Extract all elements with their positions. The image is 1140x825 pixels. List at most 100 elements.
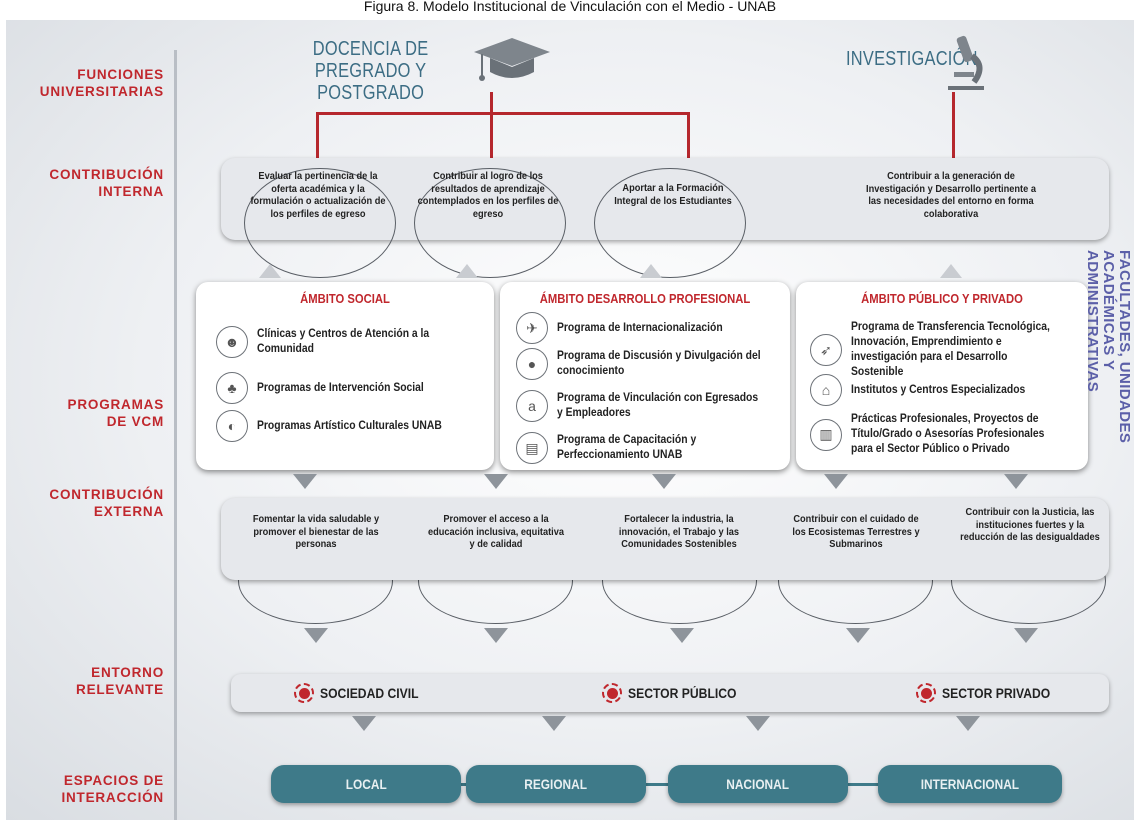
briefcase-icon: ▥ bbox=[810, 418, 842, 451]
environment-bar bbox=[231, 674, 1109, 712]
space-nacional: NACIONAL bbox=[668, 765, 848, 803]
function-investigacion: INVESTIGACIÓN bbox=[846, 48, 978, 70]
side-label-container: FACULTADES, UNIDADES ACADÉMICAS Y ADMINI… bbox=[1084, 250, 1133, 500]
space-label: REGIONAL bbox=[524, 776, 588, 792]
speaker-icon: ● bbox=[516, 348, 548, 380]
external-contribution-2: Promover el acceso a la educación inclus… bbox=[427, 513, 565, 550]
arrow-down bbox=[746, 716, 770, 731]
environment-sociedad-civil: SOCIEDAD CIVIL bbox=[294, 683, 430, 703]
program-item: a Programa de Vinculación con Egresados … bbox=[516, 390, 786, 422]
target-dot-icon bbox=[294, 683, 314, 703]
program-label: Prácticas Profesionales, Proyectos de Tí… bbox=[851, 413, 1045, 455]
program-label: Programa de Transferencia Tecnológica, I… bbox=[851, 321, 1050, 378]
target-dot-icon bbox=[916, 683, 936, 703]
target-dot-icon bbox=[602, 683, 622, 703]
arrow-down bbox=[824, 474, 848, 489]
program-item: ♣ Programas de Intervención Social bbox=[216, 372, 486, 404]
program-item: ⌂ Institutos y Centros Especializados bbox=[810, 374, 1084, 406]
environment-sector-publico: SECTOR PÚBLICO bbox=[602, 683, 749, 703]
program-item: ● Programa de Discusión y Divulgación de… bbox=[516, 348, 786, 380]
row-divider-line bbox=[174, 50, 177, 820]
arrow-up bbox=[940, 264, 962, 278]
external-contribution-1: Fomentar la vida saludable y promover el… bbox=[252, 513, 380, 550]
airplane-icon: ✈ bbox=[516, 312, 548, 344]
program-item: ▤ Programa de Capacitación y Perfecciona… bbox=[516, 432, 786, 464]
program-label: Programas de Intervención Social bbox=[257, 381, 424, 394]
program-item: ✈ Programa de Internacionalización bbox=[516, 312, 786, 344]
internal-contribution-1: Evaluar la pertinencia de la oferta acad… bbox=[250, 170, 386, 220]
certificate-icon: ▤ bbox=[516, 432, 548, 464]
space-internacional: INTERNACIONAL bbox=[878, 765, 1062, 803]
area-card-publico-privado: ÁMBITO PÚBLICO Y PRIVADO ➶ Programa de T… bbox=[796, 282, 1088, 470]
arrow-down bbox=[1014, 628, 1038, 643]
area-card-desarrollo-profesional: ÁMBITO DESARROLLO PROFESIONAL ✈ Programa… bbox=[500, 282, 790, 470]
arrow-down bbox=[1004, 474, 1028, 489]
row-label-funciones: FUNCIONES UNIVERSITARIAS bbox=[39, 67, 164, 99]
space-label: NACIONAL bbox=[726, 776, 790, 792]
microscope-icon bbox=[940, 32, 990, 92]
connector-investigacion bbox=[952, 92, 955, 160]
row-label-espacios: ESPACIOS DE INTERACCIÓN bbox=[61, 773, 164, 805]
vcm-model-diagram: FUNCIONES UNIVERSITARIAS CONTRIBUCIÓN IN… bbox=[6, 20, 1134, 820]
program-label: Clínicas y Centros de Atención a la Comu… bbox=[257, 328, 430, 355]
environment-label: SOCIEDAD CIVIL bbox=[320, 685, 419, 701]
external-contribution-4: Contribuir con el cuidado de los Ecosist… bbox=[792, 513, 920, 550]
space-label: LOCAL bbox=[345, 776, 387, 792]
row-label-contribucion-externa: CONTRIBUCIÓN EXTERNA bbox=[49, 487, 164, 519]
connector-branch-1 bbox=[316, 112, 319, 160]
connector-branch-2 bbox=[490, 112, 493, 160]
program-label: Programa de Capacitación y Perfeccionami… bbox=[557, 434, 697, 461]
external-contribution-5: Contribuir con la Justicia, las instituc… bbox=[960, 506, 1100, 543]
arrow-down bbox=[484, 474, 508, 489]
internal-ellipse bbox=[244, 168, 396, 278]
area-card-social: ÁMBITO SOCIAL ☻ Clínicas y Centros de At… bbox=[196, 282, 494, 470]
program-item: ▥ Prácticas Profesionales, Proyectos de … bbox=[810, 412, 1084, 457]
external-contribution-bar bbox=[221, 498, 1109, 580]
letter-a-icon: a bbox=[516, 390, 548, 422]
institution-icon: ⌂ bbox=[810, 374, 842, 406]
internal-contribution-2: Contribuir al logro de los resultados de… bbox=[417, 170, 559, 220]
program-label: Programa de Vinculación con Egresados y … bbox=[557, 392, 759, 419]
program-label: Programas Artístico Culturales UNAB bbox=[257, 419, 442, 432]
program-item: ◐ Programas Artístico Culturales UNAB bbox=[216, 410, 486, 442]
graduation-cap-icon bbox=[472, 30, 552, 90]
internal-contribution-3: Aportar a la Formación Integral de los E… bbox=[614, 182, 732, 207]
connector-branch-3 bbox=[687, 112, 690, 160]
side-label-facultades: FACULTADES, UNIDADES ACADÉMICAS Y ADMINI… bbox=[1084, 250, 1133, 444]
arrow-down bbox=[670, 628, 694, 643]
row-label-programas: PROGRAMAS DE VCM bbox=[67, 397, 164, 429]
social-intervention-icon: ♣ bbox=[216, 372, 248, 404]
external-contribution-3: Fortalecer la industria, la innovación, … bbox=[618, 513, 740, 550]
internal-ellipse bbox=[414, 168, 566, 278]
internal-ellipse bbox=[594, 168, 746, 278]
area-title: ÁMBITO PÚBLICO Y PRIVADO bbox=[861, 292, 1023, 306]
space-regional: REGIONAL bbox=[466, 765, 646, 803]
row-label-contribucion-interna: CONTRIBUCIÓN INTERNA bbox=[49, 167, 164, 199]
program-item: ☻ Clínicas y Centros de Atención a la Co… bbox=[216, 326, 486, 358]
arrow-down bbox=[956, 716, 980, 731]
arrow-up bbox=[640, 264, 662, 278]
community-icon: ☻ bbox=[216, 326, 248, 358]
environment-label: SECTOR PRIVADO bbox=[942, 685, 1051, 701]
arrow-up bbox=[456, 264, 478, 278]
program-label: Programa de Discusión y Divulgación del … bbox=[557, 350, 761, 377]
arrow-down bbox=[293, 474, 317, 489]
arrow-down bbox=[846, 628, 870, 643]
program-label: Programa de Internacionalización bbox=[557, 321, 723, 334]
connector-horizontal bbox=[316, 112, 690, 115]
space-local: LOCAL bbox=[271, 765, 461, 803]
environment-label: SECTOR PÚBLICO bbox=[628, 685, 737, 701]
arrow-down bbox=[652, 474, 676, 489]
area-title: ÁMBITO DESARROLLO PROFESIONAL bbox=[539, 292, 751, 306]
program-item: ➶ Programa de Transferencia Tecnológica,… bbox=[810, 320, 1084, 380]
space-label: INTERNACIONAL bbox=[920, 776, 1020, 792]
arrow-down bbox=[352, 716, 376, 731]
arrow-down bbox=[484, 628, 508, 643]
function-docencia: DOCENCIA DE PREGRADO Y POSTGRADO bbox=[312, 38, 429, 104]
arrow-up bbox=[259, 264, 281, 278]
area-title: ÁMBITO SOCIAL bbox=[300, 292, 390, 306]
space-connector bbox=[826, 783, 896, 786]
connector-docencia bbox=[490, 92, 493, 114]
program-label: Institutos y Centros Especializados bbox=[851, 383, 1026, 396]
space-connector bbox=[626, 783, 686, 786]
